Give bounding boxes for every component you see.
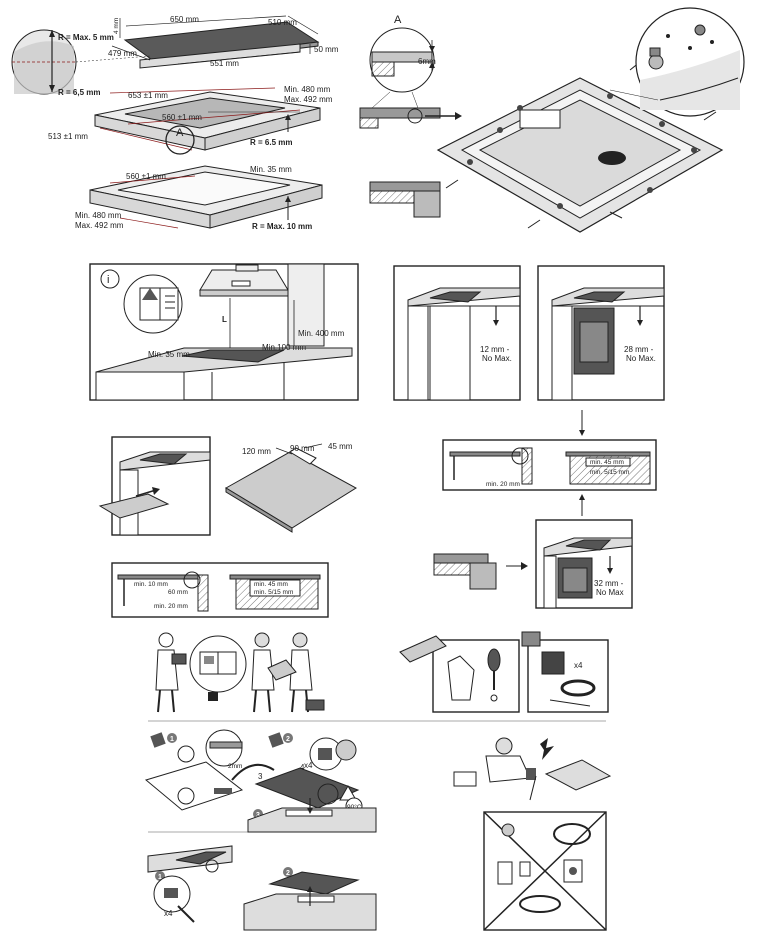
install-step-remove: 1 x4 2 [147, 845, 377, 931]
dim-min480: Min. 480 mm [284, 85, 331, 94]
clearance-32: 32 mm - [594, 579, 624, 588]
gap-2mm: 2mm [228, 763, 242, 770]
cutout-hole-2 [117, 171, 291, 206]
clearance-oven-panel: 32 mm - No Max [433, 494, 633, 609]
drawer-panel: 120 mm 90 mm 45 mm [98, 436, 357, 536]
dim-50: 50 mm [314, 45, 339, 54]
label-l: L [222, 315, 227, 324]
dim-650: 650 mm [170, 15, 199, 24]
dim-max492-b: Max. 492 mm [75, 221, 124, 230]
electrical-panel [453, 737, 612, 931]
tools-panel: x4 [399, 631, 609, 713]
step-2-badge: 2 [286, 736, 290, 743]
detail-a-panel: A 6mm [359, 14, 462, 218]
clearance-panel-2: 28 mm - No Max. [537, 265, 665, 401]
dim-90: 90 mm [290, 444, 315, 453]
step-1-badge: 1 [170, 736, 174, 743]
install-step-clips: 2 x4 3 4 90°C 3 [231, 732, 377, 833]
screw-x4: x4 [164, 909, 173, 918]
dim-min480-b: Min. 480 mm [75, 211, 122, 220]
dim-45: 45 mm [328, 442, 353, 451]
cutout-hole-1 [124, 97, 286, 129]
clip-x4: x4 [304, 761, 313, 770]
dim-4: 4 mm [113, 18, 120, 34]
dim-560: 560 ±1 mm [162, 113, 202, 122]
install-step-seal: 1 2mm [144, 729, 244, 811]
dim-479: 479 mm [108, 49, 137, 58]
dim-min100: Min.100 mm [262, 343, 306, 352]
dim-min35-hood: Min. 35 mm [148, 350, 190, 359]
step-3-badge: 3 [256, 812, 260, 819]
section-left: min. 10 mm 60 mm min. 20 mm min. 45 mm m… [111, 562, 329, 618]
detail-a-marker: A [176, 127, 184, 139]
sec-left-60: 60 mm [168, 589, 188, 596]
sec-left-min5: min. 5/15 mm [254, 589, 293, 596]
cooker-hood [199, 269, 289, 291]
read-manual-scene [155, 632, 325, 713]
hob-underside-panel [436, 7, 745, 233]
clearance-panel-1: 12 mm - No Max. [393, 265, 521, 401]
clearance-28: 28 mm - [624, 345, 654, 354]
section-right-top: min. 20 mm min. 45 mm min. 5/15 mm [442, 410, 657, 491]
info-icon: i [107, 274, 109, 286]
kit-panel [527, 639, 609, 713]
dim-513: 513 ±1 mm [48, 132, 88, 141]
dim-min35: Min. 35 mm [250, 165, 292, 174]
dim-510: 510 mm [268, 18, 297, 27]
clearance-12-nomax: No Max. [482, 354, 512, 363]
dim-560-b: 560 ±1 mm [126, 172, 166, 181]
label-r-6-5: R = 6,5 mm [58, 88, 100, 97]
sec-right-min20: min. 20 mm [486, 481, 520, 488]
step-remove-2-badge: 2 [286, 870, 290, 877]
dim-653: 653 ±1 mm [128, 91, 168, 100]
kit-x4: x4 [574, 661, 583, 670]
dim-120: 120 mm [242, 447, 271, 456]
induction-coil [598, 151, 626, 165]
clearance-12: 12 mm - [480, 345, 510, 354]
detail-a-title: A [394, 14, 402, 26]
label-r-max5: R = Max. 5 mm [58, 33, 114, 42]
dim-min400: Min. 400 mm [298, 329, 345, 338]
clearance-28-nomax: No Max. [626, 354, 656, 363]
corner-4: 4 [300, 763, 305, 772]
dim-6mm: 6mm [418, 57, 436, 66]
clearance-32-nomax: No Max [596, 588, 624, 597]
step-remove-1-badge: 1 [158, 874, 162, 881]
dim-max492: Max. 492 mm [284, 95, 333, 104]
hob-dimension-panel: 650 mm 510 mm 4 mm 50 mm 479 mm 551 mm R… [11, 15, 339, 231]
filler-panel [225, 451, 357, 529]
sec-left-min20: min. 20 mm [154, 603, 188, 610]
label-r-65-b: R = 6.5 mm [250, 138, 292, 147]
dim-551: 551 mm [210, 59, 239, 68]
corner-3: 3 [258, 772, 263, 781]
sec-right-min45: min. 45 mm [590, 459, 624, 466]
sec-right-min5: min. 5/15 mm [590, 469, 629, 476]
temp-90c: 90°C [347, 803, 362, 811]
sec-left-min45: min. 45 mm [254, 581, 288, 588]
sec-left-min10: min. 10 mm [134, 581, 168, 588]
hood-panel: i L Min. 400 mm Min.100 mm Min. 35 mm [89, 263, 359, 401]
label-r-max10: R = Max. 10 mm [252, 222, 312, 231]
